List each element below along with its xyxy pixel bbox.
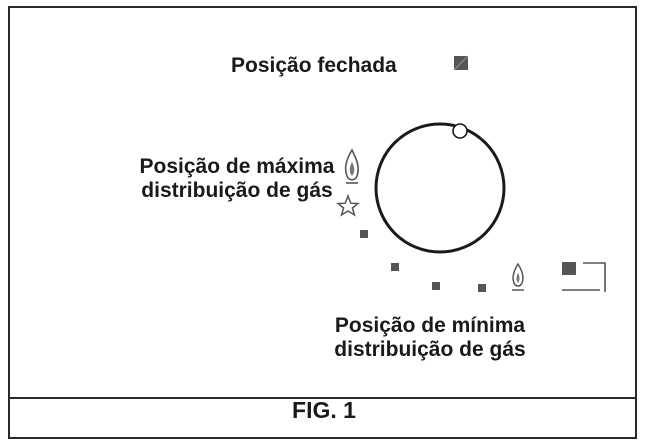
corner-bracket-indicator-icon: [562, 262, 606, 292]
small-flame-icon: [512, 262, 524, 291]
dial-dot: [432, 282, 440, 290]
dial-dot: [391, 263, 399, 271]
large-flame-icon: [344, 148, 359, 184]
caption-divider: [10, 397, 635, 399]
label-max-distribution: Posição de máxima distribuição de gás: [104, 155, 370, 203]
label-min-distribution: Posição de mínima distribuição de gás: [300, 314, 560, 362]
ignition-star-icon: [335, 193, 361, 217]
dial-dot: [360, 230, 368, 238]
knob-icon: [374, 122, 506, 254]
label-closed-position: Posição fechada: [231, 54, 397, 77]
label-min-line2: distribuição de gás: [334, 338, 526, 361]
closed-square-icon: [453, 55, 469, 71]
figure-caption: FIG. 1: [292, 397, 356, 423]
label-min-line1: Posição de mínima: [334, 314, 526, 337]
dial-dot: [478, 284, 486, 292]
label-max-line2: distribuição de gás: [141, 179, 333, 202]
figure-frame: [8, 6, 637, 439]
dial-dots: [360, 230, 486, 292]
label-max-line1: Posição de máxima: [139, 155, 335, 178]
